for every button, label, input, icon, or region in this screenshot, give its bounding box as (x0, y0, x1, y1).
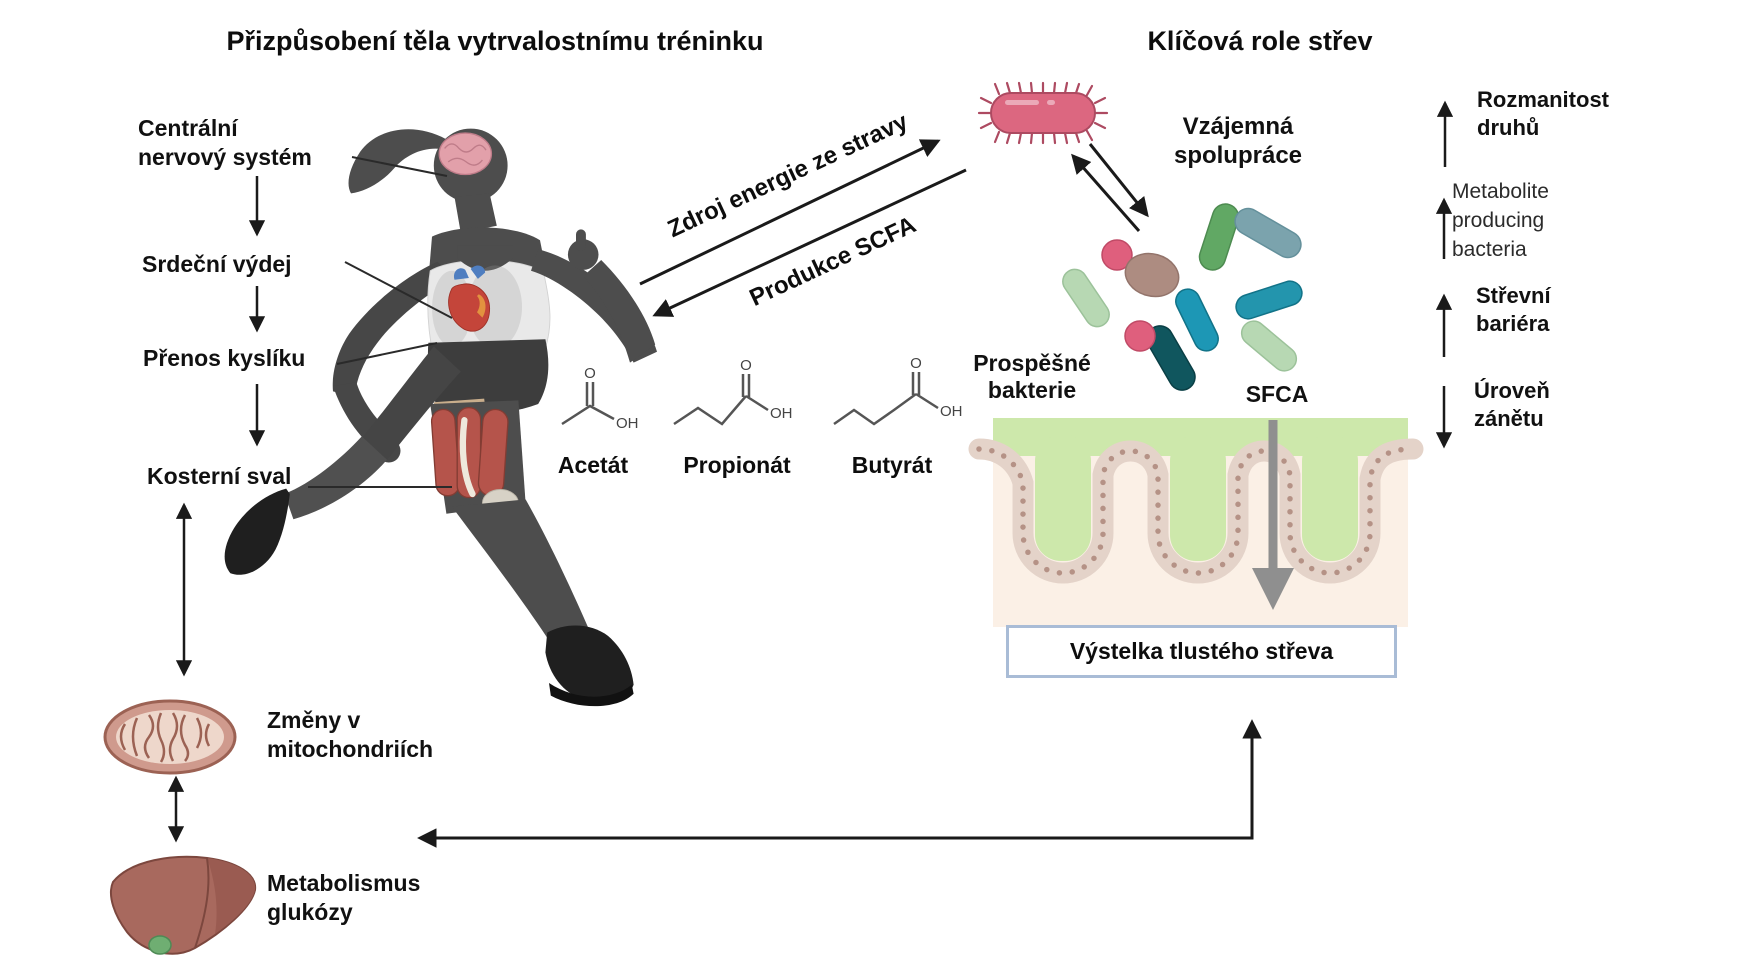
shorts-icon (427, 339, 549, 415)
teal-rod-icon (1175, 288, 1219, 352)
label-metabolite-producing-bacteria: Metabolite producing bacteria (1452, 177, 1592, 264)
label-line: Prospěšné (973, 350, 1091, 376)
shoe-sole-icon (549, 683, 634, 707)
label-line: nervový systém (138, 144, 312, 170)
title-right: Klíčová role střev (1147, 26, 1373, 56)
crypt-lumen-icon (1035, 435, 1091, 561)
label-line: glukózy (267, 899, 353, 925)
label-line: spolupráce (1173, 142, 1303, 169)
label-skeletal-muscle: Kosterní sval (147, 463, 292, 489)
dark-teal-rod-icon (1146, 325, 1196, 391)
label-cardiac-output: Srdeční výdej (142, 251, 292, 277)
neckline-icon (457, 245, 513, 271)
label-line: Vzájemná (1182, 113, 1294, 140)
title-left: Přizpůsobení těla vytrvalostnímu trénink… (226, 26, 764, 56)
label-line: druhů (1477, 115, 1540, 140)
back-shin-icon (284, 436, 387, 520)
neck-icon (454, 193, 497, 233)
label-mitochondria-changes: Změny v mitochondriích (267, 706, 487, 764)
label-central-nervous-system: Centrální nervový systém (138, 114, 358, 172)
label-inflammation-level: Úroveň zánětu (1474, 377, 1604, 433)
label-butyrate: Butyrát (851, 452, 933, 478)
label-line: Střevní (1476, 283, 1551, 308)
label-line: bacteria (1452, 238, 1527, 261)
atom-o: O (584, 365, 596, 382)
mitochondrion-icon (103, 699, 237, 775)
muscle-tendon-icon (459, 417, 476, 498)
pink-coccus-icon (1101, 239, 1133, 271)
atom-o: O (740, 357, 752, 374)
front-fist-icon (567, 239, 599, 270)
light-green-rod-icon (1240, 320, 1298, 372)
label-line: zánětu (1474, 406, 1544, 431)
acetate-structure-icon: O OH (561, 365, 639, 432)
label-line: bakterie (987, 377, 1077, 403)
thigh-muscle-icon (430, 406, 509, 499)
light-green-rod-icon (1062, 268, 1110, 328)
atom-oh: OH (616, 415, 639, 432)
label-oxygen-transfer: Přenos kyslíku (143, 345, 306, 371)
label-line: producing (1452, 209, 1545, 232)
propionate-structure-icon: O OH (673, 357, 793, 426)
crypt-lumen-icon (1302, 435, 1358, 561)
front-shin-icon (451, 499, 591, 649)
label-sfca: SFCA (1245, 381, 1309, 407)
label-line: Změny v (267, 707, 361, 733)
label-line: Rozmanitost (1477, 87, 1609, 112)
brown-bacterium-icon (1124, 252, 1180, 298)
back-shoe-icon (224, 488, 290, 575)
label-line: Centrální (138, 115, 238, 141)
brain-icon (438, 132, 493, 176)
colon-lining-illustration (968, 418, 1424, 627)
colon-lining-box: Výstelka tlustého střeva (1006, 625, 1397, 678)
label-scfa-production-flow: Produkce SCFA (745, 211, 921, 312)
gallbladder-icon (148, 935, 172, 955)
label-line: bariéra (1476, 311, 1550, 336)
front-forearm-icon (583, 260, 656, 363)
back-thigh-icon (361, 346, 461, 460)
brain-gyri-icon (444, 143, 487, 166)
atom-oh: OH (940, 403, 963, 420)
liver-icon (109, 855, 257, 955)
heart-icon (448, 265, 491, 332)
blue-gray-rod-icon (1234, 207, 1302, 259)
label-line: Úroveň (1474, 378, 1550, 403)
atom-o: O (910, 355, 922, 372)
label-line: Metabolite (1452, 180, 1549, 203)
pink-bacterium-icon (977, 81, 1109, 145)
label-line: Metabolismus (267, 870, 421, 896)
runner-figure-icon (224, 128, 657, 707)
label-propionate: Propionát (683, 452, 791, 478)
atom-oh: OH (770, 405, 793, 422)
label-glucose-metabolism: Metabolismus glukózy (267, 869, 487, 927)
label-line: mitochondriích (267, 736, 434, 762)
front-shoe-icon (545, 625, 634, 702)
green-rod-icon (1198, 203, 1240, 271)
label-mutual-cooperation: Vzájemná spolupráce (1163, 112, 1313, 170)
ponytail-icon (348, 129, 449, 194)
bacteria-cluster-icon (1062, 203, 1303, 391)
label-gut-barrier: Střevní bariéra (1476, 282, 1606, 338)
epithelium-cell-dots-icon (976, 446, 1416, 576)
pink-coccus-icon (1124, 320, 1156, 352)
thumb-icon (576, 229, 586, 251)
label-acetate: Acetát (557, 452, 629, 478)
label-beneficial-bacteria: Prospěšné bakterie (962, 350, 1102, 404)
teal-rod-horizontal-icon (1235, 280, 1303, 320)
label-species-diversity: Rozmanitost druhů (1477, 86, 1667, 142)
crypt-lumen-icon (1170, 435, 1226, 561)
butyrate-structure-icon: O OH (833, 355, 963, 426)
